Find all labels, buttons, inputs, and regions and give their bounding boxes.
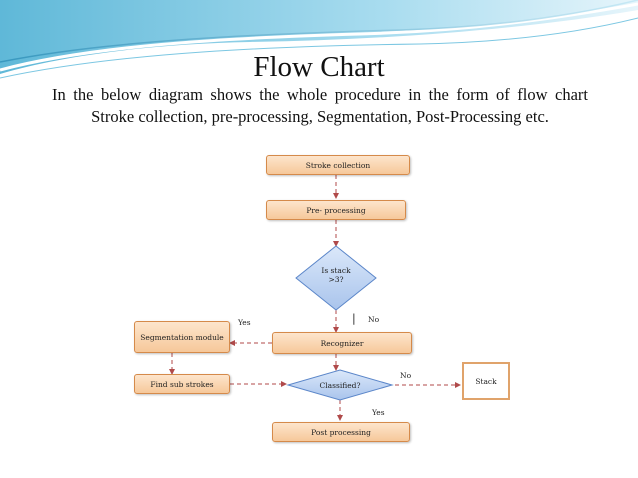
recognizer-label: Recognizer <box>320 338 364 348</box>
stroke-collection-box: Stroke collection <box>266 155 410 175</box>
segmentation-module-label: Segmentation module <box>140 332 224 342</box>
stroke-collection-label: Stroke collection <box>305 160 371 170</box>
cursor-mark: | <box>352 312 356 325</box>
header-swoosh-decoration <box>0 0 638 79</box>
segmentation-module-box: Segmentation module <box>134 321 230 353</box>
yes-post-label: Yes <box>372 408 385 417</box>
is-stack-decision-shape <box>295 245 377 311</box>
post-processing-box: Post processing <box>272 422 410 442</box>
pre-processing-label: Pre- processing <box>306 205 366 215</box>
pre-processing-box: Pre- processing <box>266 200 406 220</box>
recognizer-box: Recognizer <box>272 332 412 354</box>
slide-title: Flow Chart <box>253 51 385 83</box>
stack-label: Stack <box>475 376 497 386</box>
find-sub-strokes-box: Find sub strokes <box>134 374 230 394</box>
yes-segmentation-label: Yes <box>238 318 251 327</box>
classified-decision-label: Classified? <box>319 381 361 390</box>
classified-decision-shape <box>286 369 394 401</box>
find-sub-strokes-label: Find sub strokes <box>150 379 214 389</box>
is-stack-decision-label: Is stack >3? <box>321 266 351 284</box>
no-stack-label: No <box>400 371 412 380</box>
post-processing-label: Post processing <box>311 427 371 437</box>
flow-chart-diagram: Stroke collection Pre- processing Is sta… <box>96 148 544 448</box>
connector-layer <box>169 175 461 421</box>
intro-paragraph: In the below diagram shows the whole pro… <box>52 85 588 126</box>
stack-box: Stack <box>462 362 510 400</box>
no-recognizer-label: No <box>368 315 380 324</box>
